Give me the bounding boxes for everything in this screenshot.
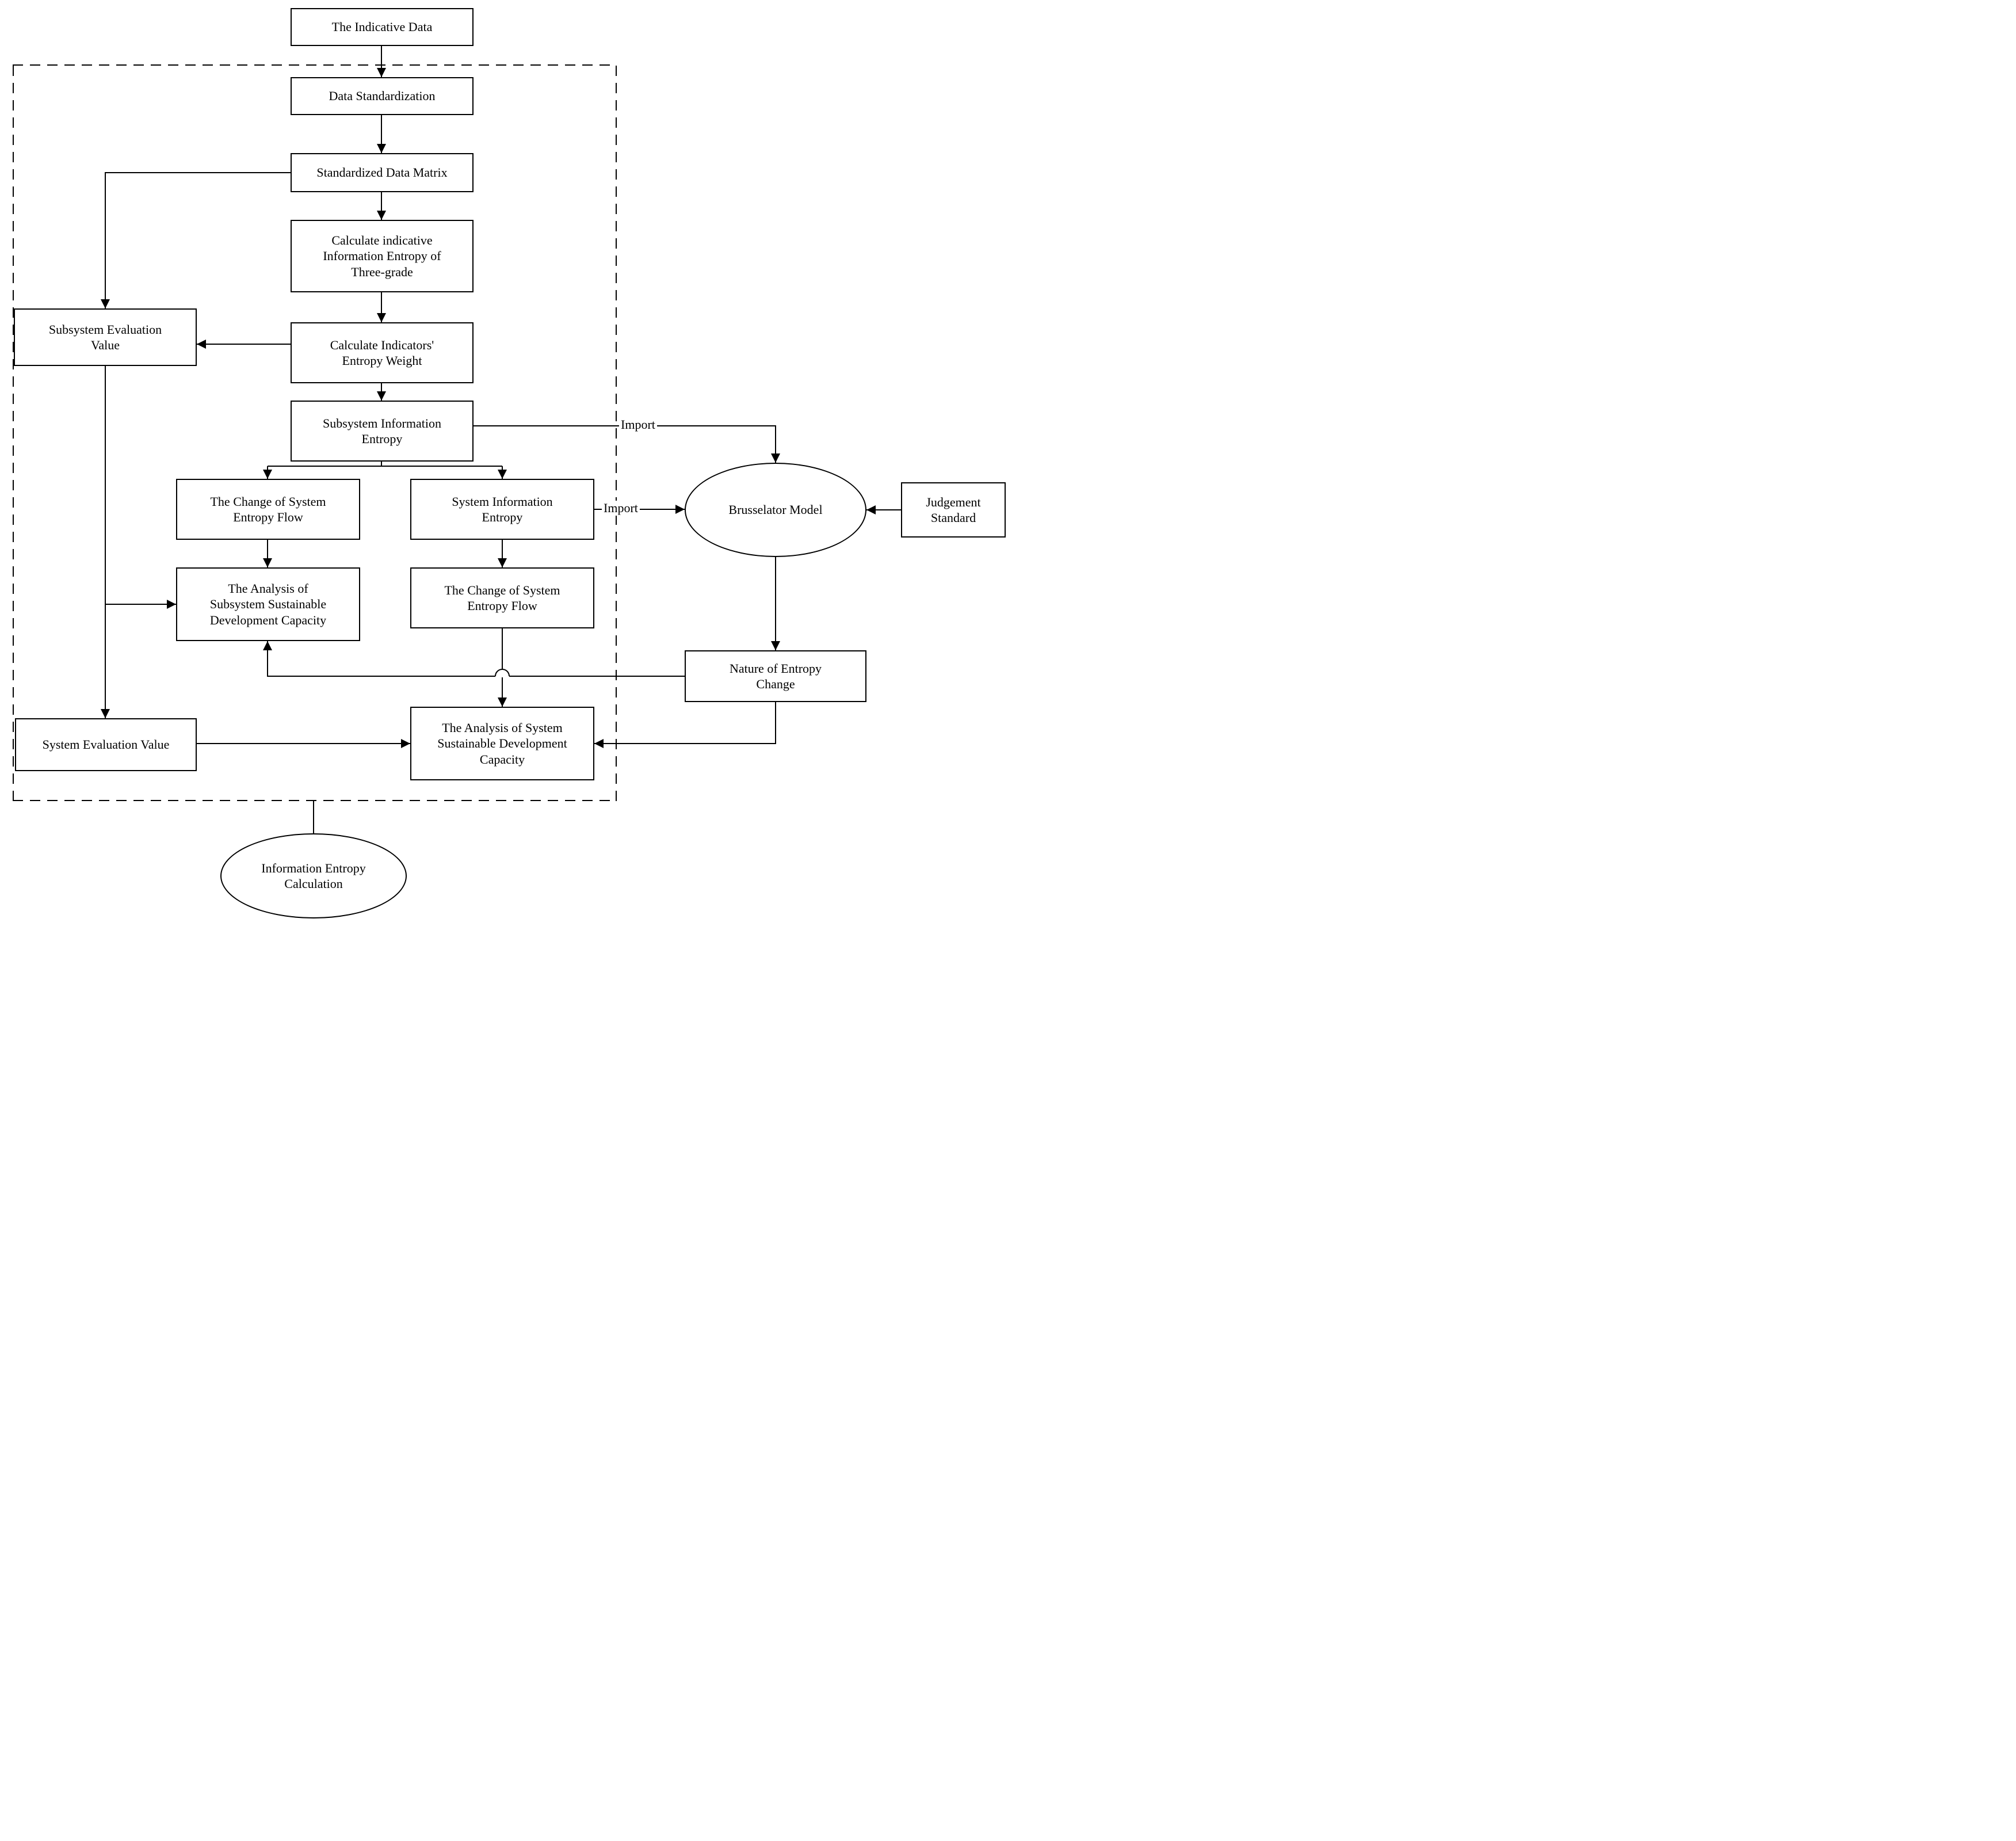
node-label: The Change of System Entropy Flow — [444, 582, 560, 613]
node-information-entropy-calculation-ellipse: Information Entropy Calculation — [220, 833, 407, 918]
node-label: Subsystem Evaluation Value — [48, 322, 162, 353]
node-label: Data Standardization — [329, 89, 436, 104]
node-calculate-indicators-entropy-weight: Calculate Indicators' Entropy Weight — [291, 322, 474, 383]
edge-matrix-to-subsystem-evaluation — [101, 172, 291, 308]
node-label: The Change of System Entropy Flow — [210, 494, 326, 525]
connector-layer — [101, 46, 901, 833]
node-label: The Analysis of Subsystem Sustainable De… — [209, 581, 327, 627]
node-label: System Information Entropy — [452, 494, 553, 525]
node-label: Brusselator Model — [728, 502, 823, 517]
node-label: Standardized Data Matrix — [316, 165, 448, 180]
edge-line — [268, 462, 502, 467]
edge-line — [594, 702, 776, 748]
flowchart-canvas: The Indicative Data Data Standardization… — [0, 0, 1008, 921]
node-the-indicative-data: The Indicative Data — [291, 8, 474, 46]
edge-nature-to-analysis-subsystem — [263, 641, 685, 677]
node-change-of-system-entropy-flow-right: The Change of System Entropy Flow — [410, 567, 594, 628]
edge-subsystem-evaluation-down — [101, 366, 176, 718]
node-standardized-data-matrix: Standardized Data Matrix — [291, 153, 474, 192]
node-system-evaluation-value: System Evaluation Value — [15, 718, 197, 771]
node-nature-of-entropy-change: Nature of Entropy Change — [685, 650, 866, 702]
line-hop — [495, 669, 510, 677]
edge-line — [263, 641, 495, 677]
node-change-of-system-entropy-flow-left: The Change of System Entropy Flow — [176, 479, 360, 540]
node-analysis-of-subsystem-capacity: The Analysis of Subsystem Sustainable De… — [176, 567, 360, 641]
node-subsystem-information-entropy: Subsystem Information Entropy — [291, 401, 474, 462]
node-judgement-standard: Judgement Standard — [901, 482, 1006, 538]
node-brusselator-model-ellipse: Brusselator Model — [685, 463, 866, 557]
node-label: System Evaluation Value — [42, 737, 170, 752]
node-analysis-of-system-capacity: The Analysis of System Sustainable Devel… — [410, 707, 594, 780]
edge-line — [101, 172, 291, 308]
import-label-top: Import — [619, 417, 657, 433]
node-label: Nature of Entropy Change — [729, 661, 822, 692]
node-label: Calculate indicative Information Entropy… — [323, 232, 441, 279]
node-system-information-entropy: System Information Entropy — [410, 479, 594, 540]
edge-subsystem-entropy-split — [263, 462, 507, 479]
node-data-standardization: Data Standardization — [291, 77, 474, 115]
edge-subsystem-entropy-import-to-brusselator — [474, 425, 780, 463]
node-label: Calculate Indicators' Entropy Weight — [330, 337, 434, 368]
node-calculate-indicative-information-entropy: Calculate indicative Information Entropy… — [291, 220, 474, 292]
node-label: Judgement Standard — [926, 494, 981, 525]
node-label: Information Entropy Calculation — [261, 860, 366, 891]
node-label: Subsystem Information Entropy — [323, 416, 441, 447]
edge-nature-to-analysis-system — [594, 702, 776, 748]
node-label: The Analysis of System Sustainable Devel… — [437, 720, 567, 767]
node-label: The Indicative Data — [331, 20, 433, 35]
node-subsystem-evaluation-value: Subsystem Evaluation Value — [14, 308, 197, 366]
edge-line — [474, 425, 780, 463]
import-label-mid: Import — [602, 501, 640, 516]
